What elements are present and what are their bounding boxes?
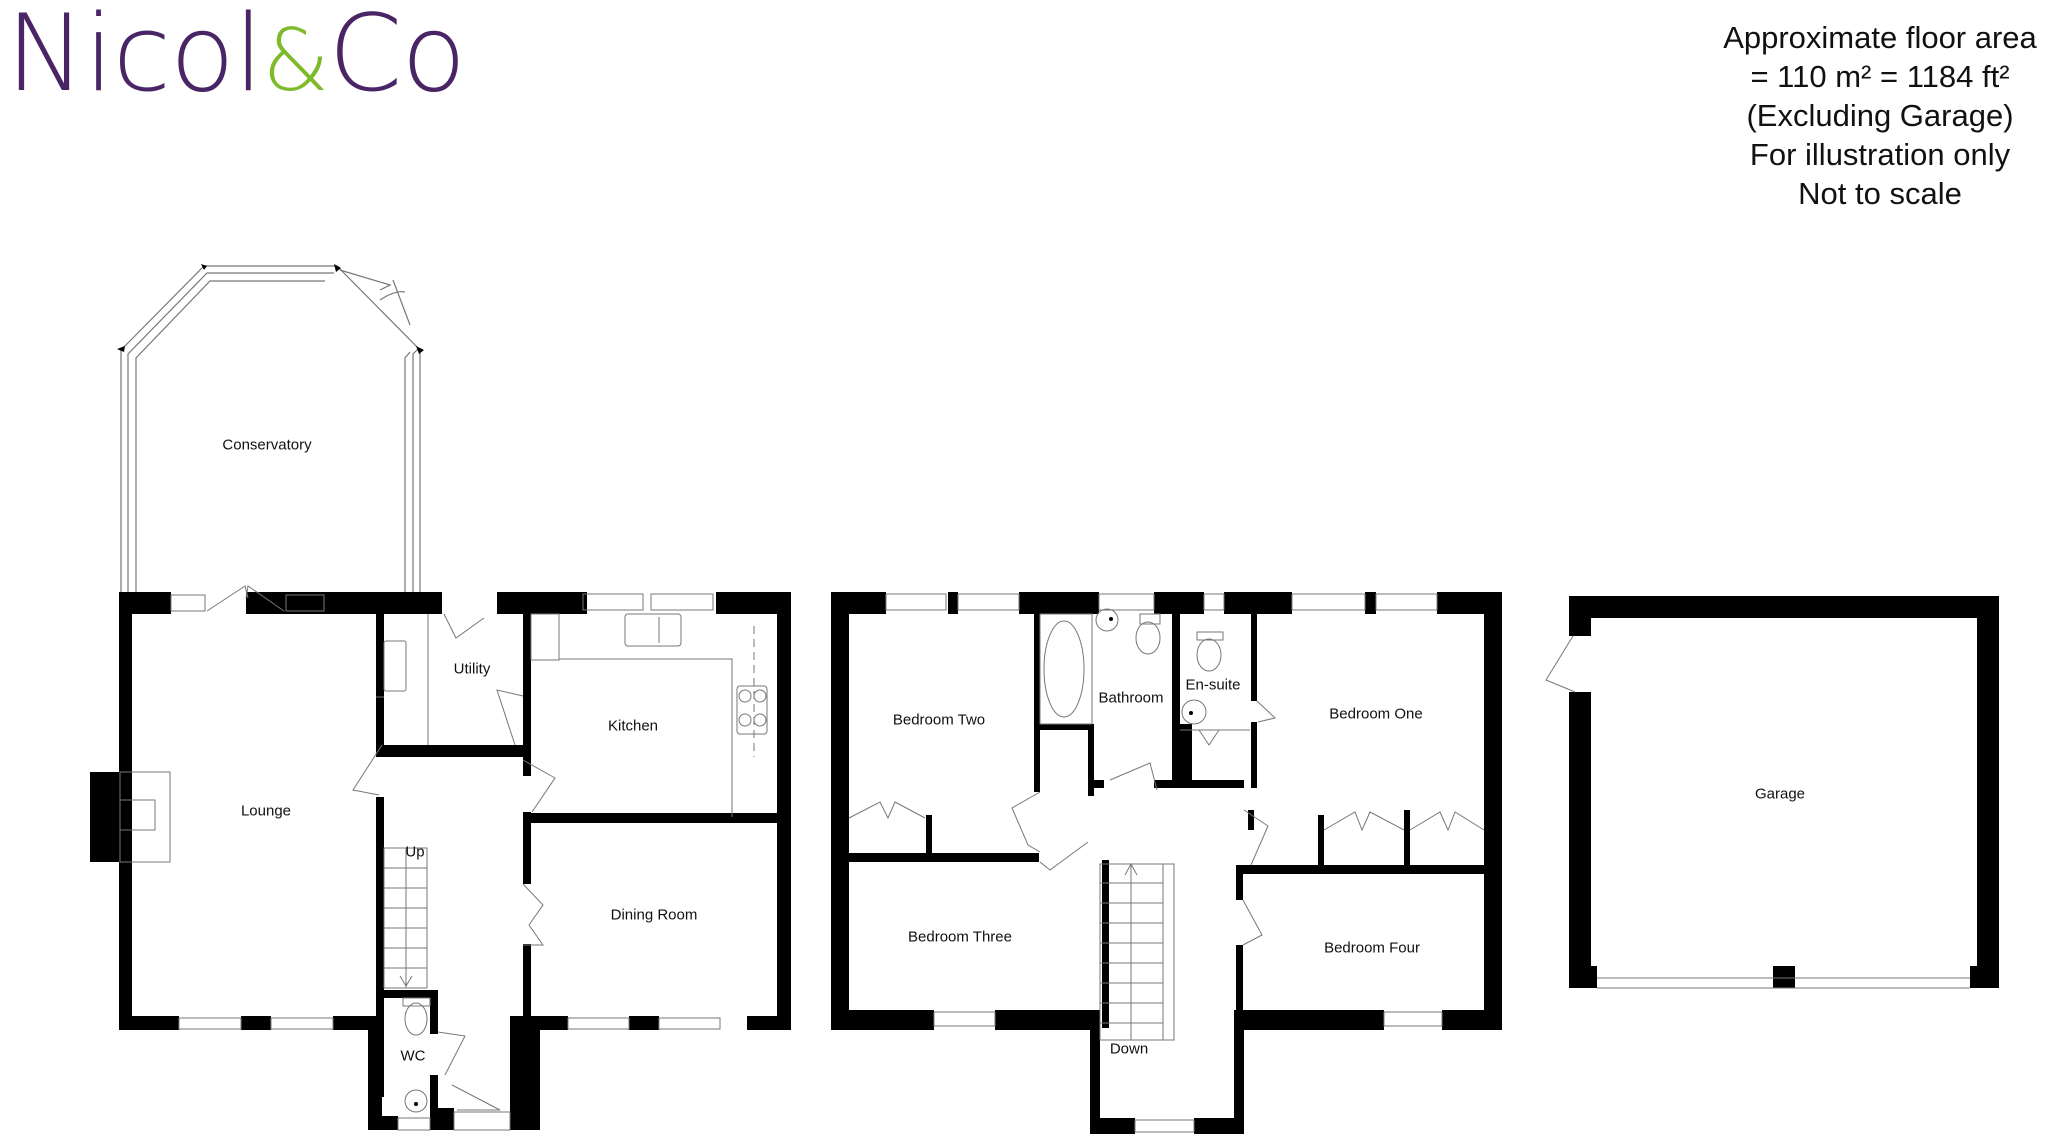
brand-ampersand: & <box>262 11 329 111</box>
brand-logo: Nicol&Co <box>6 0 466 115</box>
conservatory-post <box>334 264 341 272</box>
area-values: = 110 m² = 1184 ft² <box>1750 59 2010 94</box>
conservatory-frame <box>120 265 421 592</box>
room-label-wc: WC <box>400 1047 426 1065</box>
conservatory-post <box>117 346 125 352</box>
room-label-conservatory: Conservatory <box>222 436 312 454</box>
room-label-bedroom-three: Bedroom Three <box>908 928 1012 946</box>
area-exclusion-note: (Excluding Garage) <box>1746 98 2014 133</box>
stairs-down-label: Down <box>1109 1040 1149 1058</box>
garage-plan <box>1545 596 1999 989</box>
room-label-dining-room: Dining Room <box>610 906 698 924</box>
illustration-note: For illustration only <box>1749 137 2011 172</box>
room-label-bathroom: Bathroom <box>1098 689 1164 707</box>
room-label-garage: Garage <box>1754 785 1806 803</box>
room-label-kitchen: Kitchen <box>607 717 659 735</box>
room-label-bedroom-two: Bedroom Two <box>892 711 986 729</box>
stairs-up-label: Up <box>405 843 425 861</box>
room-label-bedroom-four: Bedroom Four <box>1324 939 1420 957</box>
room-label-bedroom-one: Bedroom One <box>1329 705 1423 723</box>
floor-area-info: Approximate floor area = 110 m² = 1184 f… <box>1690 18 2048 213</box>
room-label-utility: Utility <box>453 660 491 678</box>
room-label-en-suite: En-suite <box>1185 676 1241 694</box>
conservatory-post <box>201 264 207 270</box>
ground-floor-plan <box>90 264 791 1131</box>
room-label-lounge: Lounge <box>240 802 292 820</box>
first-floor-plan <box>831 592 1502 1134</box>
scale-note: Not to scale <box>1798 176 1962 211</box>
chimney-breast <box>90 772 132 862</box>
area-heading: Approximate floor area <box>1723 20 2037 55</box>
conservatory-post <box>416 346 424 354</box>
brand-name-part1: Nicol <box>6 0 263 115</box>
brand-name-part2: Co <box>328 0 466 115</box>
